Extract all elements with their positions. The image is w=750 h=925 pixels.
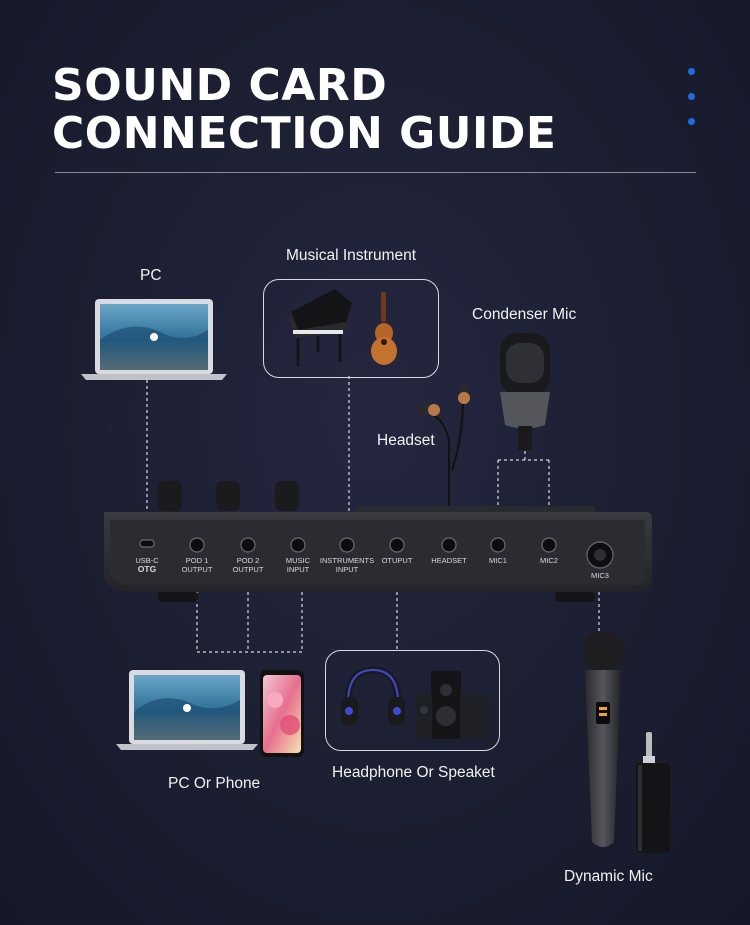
title-divider: [55, 172, 696, 173]
port-otput-label: OTUPUT: [382, 556, 413, 565]
output-device-bubble: [325, 650, 500, 751]
port-pod2-label-2: OUTPUT: [233, 565, 264, 574]
port-pod2-label-1: POD 2: [237, 556, 260, 565]
title-line-2: CONNECTION GUIDE: [52, 108, 557, 159]
port-music-label-2: INPUT: [287, 565, 310, 574]
label-musical-instrument: Musical Instrument: [286, 247, 417, 264]
sound-card: [104, 506, 652, 602]
smartphone-icon: [260, 670, 304, 757]
port-music-label-1: MUSIC: [286, 556, 311, 565]
speaker-icon: [416, 671, 488, 739]
earphones-icon: [417, 384, 470, 510]
ukulele-icon: [371, 292, 397, 365]
port-instruments-label-1: INSTRUMENTS: [320, 556, 374, 565]
port-mic1-label: MIC1: [489, 556, 507, 565]
line-condenser: [497, 445, 550, 538]
laptop-icon: [81, 299, 227, 380]
label-condenser-mic: Condenser Mic: [472, 306, 577, 323]
port-usbc-label-1: USB-C: [135, 556, 159, 565]
dot-3: [688, 118, 695, 125]
decorative-dots: [688, 68, 698, 143]
label-pc-or-phone: PC Or Phone: [168, 775, 261, 792]
port-mic3-label: MIC3: [591, 571, 609, 580]
label-headset: Headset: [377, 432, 435, 449]
knobs: [158, 481, 299, 511]
dot-1: [688, 68, 695, 75]
dynamic-mic-icon: [583, 632, 623, 847]
port-pod1-label-2: OUTPUT: [182, 565, 213, 574]
dot-2: [688, 93, 695, 100]
port-pod1-label-1: POD 1: [186, 556, 209, 565]
instrument-bubble: [263, 279, 439, 378]
port-usbc-label-2: OTG: [138, 564, 157, 574]
port-mic2-label: MIC2: [540, 556, 558, 565]
condenser-mic-icon: [500, 333, 550, 450]
label-headphone-or-speaker: Headphone Or Speaket: [332, 764, 495, 781]
laptop-icon: [116, 670, 258, 750]
label-dynamic-mic: Dynamic Mic: [564, 868, 653, 885]
port-headset-label: HEADSET: [431, 556, 467, 565]
headphones-icon: [341, 666, 405, 725]
page-title: SOUND CARD CONNECTION GUIDE: [52, 62, 556, 158]
title-line-1: SOUND CARD: [52, 60, 388, 111]
grand-piano-icon: [289, 289, 352, 366]
port-instruments-label-2: INPUT: [336, 565, 359, 574]
label-pc: PC: [140, 267, 162, 284]
wireless-receiver-icon: [636, 732, 670, 853]
